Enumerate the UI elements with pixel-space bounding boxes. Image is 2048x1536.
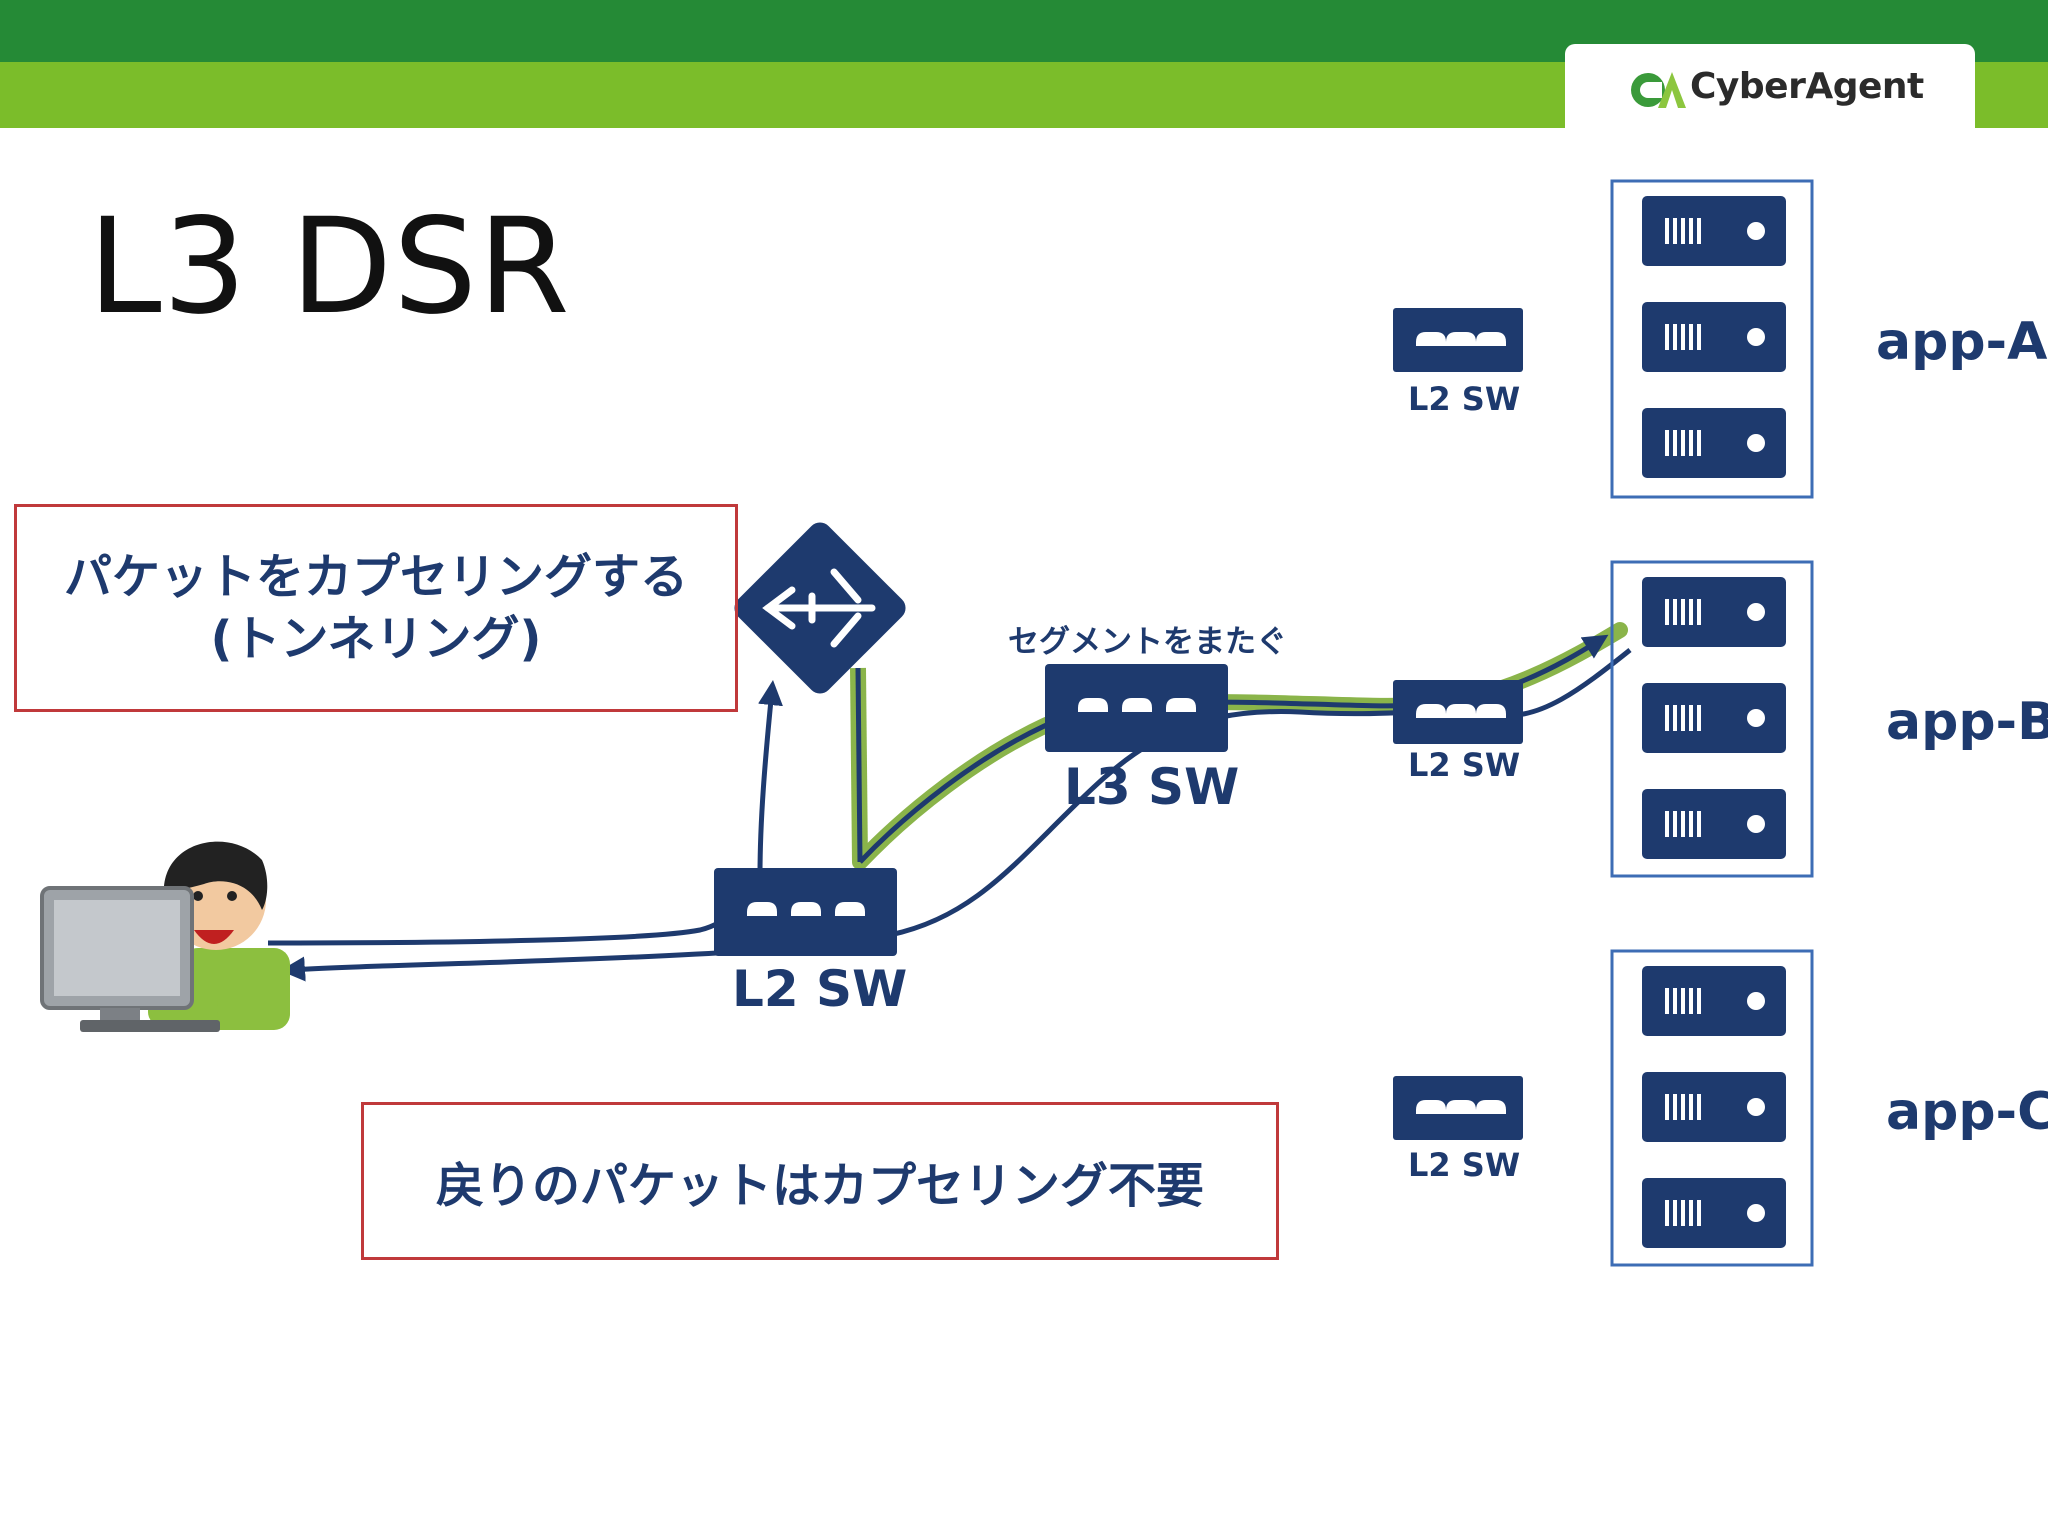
server-group-c	[1610, 949, 1814, 1267]
l2-switch-a-label: L2 SW	[1408, 380, 1521, 418]
servers	[1642, 196, 1786, 1248]
server-icon	[1642, 577, 1786, 647]
router-icon	[734, 522, 906, 694]
encapsulation-callout: パケットをカプセリングする (トンネリング)	[14, 504, 738, 712]
server-group-a	[1610, 179, 1814, 499]
server-icon	[1642, 683, 1786, 753]
segment-cross-label: セグメントをまたぐ	[1008, 624, 1287, 660]
return-packet-callout: 戻りのパケットはカプセリング不要	[361, 1102, 1279, 1260]
l2-switch-c-label: L2 SW	[1408, 1146, 1521, 1184]
switch-to-router-arrow	[757, 680, 783, 876]
logo-icon	[1631, 72, 1686, 108]
brand-name: CyberAgent	[1690, 66, 1924, 107]
l3-switch-icon	[1045, 664, 1228, 752]
server-icon	[1642, 1072, 1786, 1142]
server-icon	[1642, 302, 1786, 372]
l2-switch-client-icon	[714, 868, 897, 956]
l2-switch-b-label: L2 SW	[1408, 746, 1521, 784]
l3-switch-label: L3 SW	[1064, 758, 1240, 816]
server-group-b	[1610, 560, 1814, 878]
encapsulation-callout-line2: (トンネリング)	[210, 611, 542, 667]
slide-title: L3 DSR	[88, 190, 571, 344]
l2-switch-c-icon	[1393, 1076, 1523, 1140]
l2-switch-b-icon	[1393, 680, 1523, 744]
router-to-switch-navy	[855, 667, 863, 863]
encapsulation-callout-line1: パケットをカプセリングする	[63, 549, 688, 605]
return-packet-callout-text: 戻りのパケットはカプセリング不要	[435, 1158, 1204, 1214]
server-icon	[1642, 408, 1786, 478]
server-icon	[1642, 966, 1786, 1036]
server-icon	[1642, 1178, 1786, 1248]
client-to-switch-path	[267, 902, 747, 946]
l2-switch-a-icon	[1393, 308, 1523, 372]
server-icon	[1642, 789, 1786, 859]
server-icon	[1642, 196, 1786, 266]
user-at-computer-icon	[40, 841, 290, 1032]
l2-switch-client-label: L2 SW	[732, 960, 908, 1018]
app-c-label: app-C	[1886, 1082, 2048, 1142]
app-b-label: app-B	[1886, 692, 2048, 752]
app-a-label: app-A	[1876, 312, 2048, 372]
